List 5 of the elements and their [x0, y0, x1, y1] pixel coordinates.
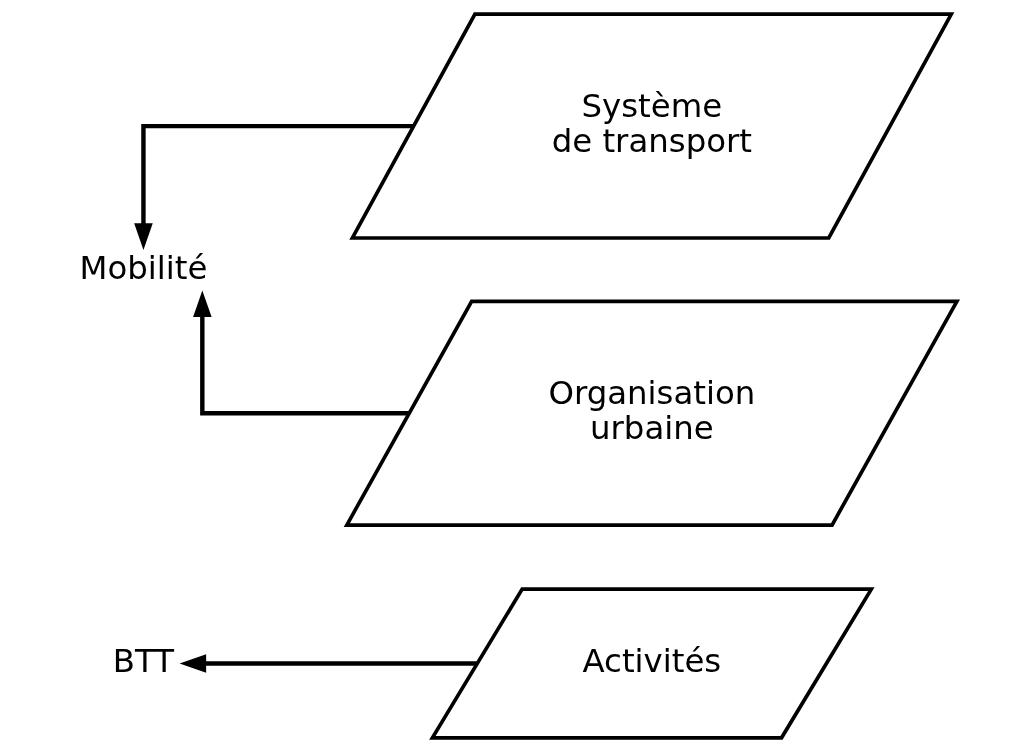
arrow — [179, 654, 477, 673]
node-text: BTT — [112, 641, 174, 680]
node-text: Mobilité — [79, 248, 207, 287]
arrow — [133, 123, 414, 250]
arrow — [192, 290, 409, 416]
